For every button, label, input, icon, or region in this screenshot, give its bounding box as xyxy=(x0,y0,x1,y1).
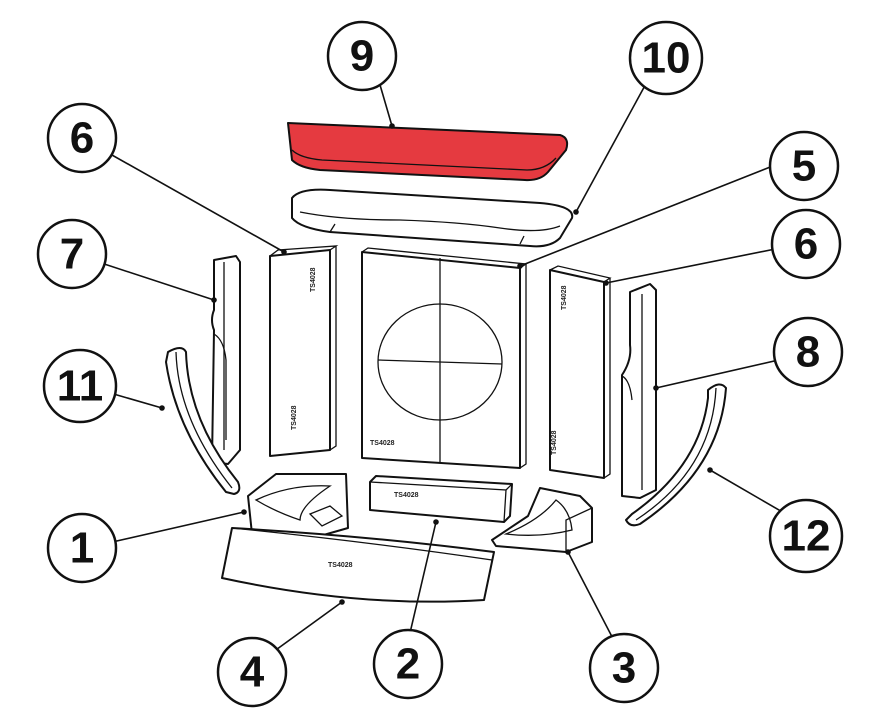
callout-8[interactable]: 8 xyxy=(772,316,844,388)
callout-4-label: 4 xyxy=(240,648,265,697)
callout-7-label: 7 xyxy=(60,230,84,279)
callout-9-label: 9 xyxy=(350,32,374,81)
svg-text:TS4028: TS4028 xyxy=(370,440,395,447)
part-3-right-front-brick[interactable] xyxy=(491,487,593,553)
callout-10-label: 10 xyxy=(642,34,691,83)
part-5-back-panel[interactable]: TS4028 xyxy=(361,247,528,469)
svg-text:TS4028: TS4028 xyxy=(310,267,317,292)
callout-6-right[interactable]: 6 xyxy=(770,208,842,280)
callout-8-label: 8 xyxy=(796,328,820,377)
svg-text:TS4028: TS4028 xyxy=(328,562,353,569)
callout-1-label: 1 xyxy=(70,524,94,573)
callout-11[interactable]: 11 xyxy=(42,348,118,424)
part-10-baffle[interactable] xyxy=(291,188,574,248)
part-6-right-side-panel[interactable]: TS4028 TS4028 xyxy=(549,265,612,479)
svg-text:TS4028: TS4028 xyxy=(394,492,419,499)
callout-7[interactable]: 7 xyxy=(36,218,108,290)
callout-5-label: 5 xyxy=(792,142,816,191)
svg-text:TS4028: TS4028 xyxy=(291,405,298,430)
leader-end-dots xyxy=(159,123,713,605)
leader-lines xyxy=(85,77,811,661)
callout-1[interactable]: 1 xyxy=(46,512,118,584)
part-8-right-pillar[interactable] xyxy=(621,283,657,499)
callout-6-right-label: 6 xyxy=(794,220,818,269)
part-9-top-plate[interactable] xyxy=(287,122,569,182)
callout-6-left[interactable]: 6 xyxy=(46,102,118,174)
part-7-left-pillar[interactable] xyxy=(211,255,241,465)
svg-text:TS4028: TS4028 xyxy=(561,285,568,310)
callout-6-left-label: 6 xyxy=(70,114,94,163)
part-6-left-side-panel[interactable]: TS4028 TS4028 xyxy=(269,245,339,457)
callout-12-label: 12 xyxy=(782,512,831,561)
part-12-right-curved-bar[interactable] xyxy=(625,383,727,527)
part-1-left-front-brick[interactable] xyxy=(247,473,349,537)
part-11-left-curved-bar[interactable] xyxy=(165,347,241,495)
part-2-center-front-brick[interactable]: TS4028 xyxy=(369,475,513,523)
callout-3[interactable]: 3 xyxy=(588,632,660,704)
callout-12[interactable]: 12 xyxy=(768,498,844,574)
callout-9[interactable]: 9 xyxy=(326,20,398,92)
callout-11-label: 11 xyxy=(57,362,104,411)
callout-3-label: 3 xyxy=(612,644,636,693)
part-4-front-arch-brick[interactable]: TS4028 xyxy=(221,527,495,603)
callout-2-label: 2 xyxy=(396,640,420,689)
callout-4[interactable]: 4 xyxy=(216,636,288,708)
callout-10[interactable]: 10 xyxy=(628,20,704,96)
callout-5[interactable]: 5 xyxy=(768,130,840,202)
svg-text:TS4028: TS4028 xyxy=(551,430,558,455)
callout-2[interactable]: 2 xyxy=(372,628,444,700)
